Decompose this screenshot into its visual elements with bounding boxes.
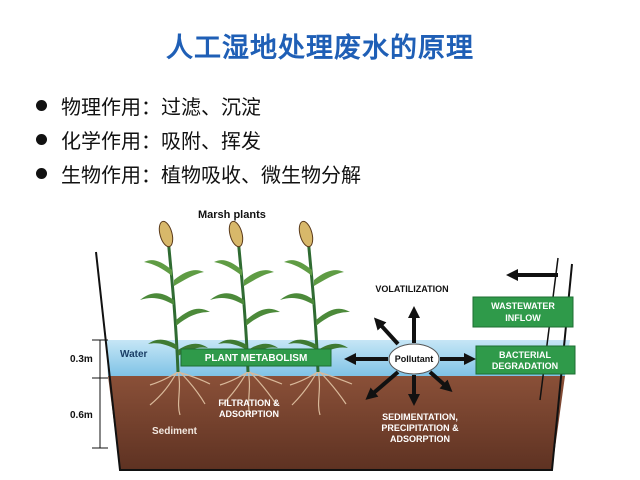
wastewater-inflow-box	[472, 296, 574, 328]
bullet-chemical: 化学作用：吸附、挥发	[36, 122, 361, 156]
sedimentation-line3: ADSORPTION	[390, 434, 450, 444]
bullet-text: 吸附、挥发	[161, 128, 261, 153]
inflow-pipe	[539, 257, 559, 401]
volatilization-label: VOLATILIZATION	[375, 284, 448, 294]
plant-metabolism-box	[180, 348, 332, 367]
bullet-label: 物理作用	[61, 94, 141, 119]
bullet-label: 生物作用	[61, 162, 141, 187]
sedimentation-line1: SEDIMENTATION,	[382, 412, 458, 422]
bullet-separator: ：	[141, 94, 161, 119]
sediment-label: Sediment	[152, 426, 198, 437]
process-arrows	[344, 306, 476, 406]
arrow-downright	[428, 370, 453, 392]
bullet-label: 化学作用	[61, 128, 141, 153]
bullet-separator: ：	[141, 128, 161, 153]
water-label: Water	[120, 349, 148, 360]
filtration-line1: FILTRATION &	[218, 398, 280, 408]
depth-scale	[92, 339, 108, 449]
principle-list: 物理作用：过滤、沉淀 化学作用：吸附、挥发 生物作用：植物吸收、微生物分解	[36, 88, 361, 190]
bullet-physical: 物理作用：过滤、沉淀	[36, 88, 361, 122]
page-title: 人工湿地处理废水的原理	[166, 33, 474, 64]
bullet-dot-icon	[36, 167, 47, 179]
sedimentation-line2: PRECIPITATION &	[381, 423, 459, 433]
depth-water-label: 0.3m	[70, 354, 93, 365]
wastewater-inflow-line1: WASTEWATER	[491, 301, 555, 311]
arrow-downleft-filtration	[365, 370, 400, 400]
depth-sediment-label: 0.6m	[70, 410, 93, 421]
bullet-text: 过滤、沉淀	[161, 94, 261, 119]
bacterial-degradation-box	[475, 345, 576, 375]
wastewater-inflow-line2: INFLOW	[505, 313, 541, 323]
marsh-plants-label: Marsh plants	[198, 209, 266, 221]
plant-metabolism-label: PLANT METABOLISM	[205, 353, 308, 364]
bacterial-degradation-line2: DEGRADATION	[492, 361, 558, 371]
bullet-dot-icon	[36, 133, 47, 145]
bullet-biological: 生物作用：植物吸收、微生物分解	[36, 156, 361, 190]
filtration-line2: ADSORPTION	[219, 409, 279, 419]
plant-roots	[149, 369, 353, 416]
bacterial-degradation-line1: BACTERIAL	[499, 350, 551, 360]
sediment-layer	[108, 376, 565, 470]
pollutant-node	[388, 343, 440, 375]
bullet-dot-icon	[36, 99, 47, 111]
bullet-text: 植物吸收、微生物分解	[161, 162, 361, 187]
marsh-plant-2	[210, 220, 280, 373]
bullet-separator: ：	[141, 162, 161, 187]
pollutant-label: Pollutant	[395, 354, 434, 364]
marsh-plant-1	[140, 220, 210, 373]
arrow-upleft	[373, 317, 400, 346]
